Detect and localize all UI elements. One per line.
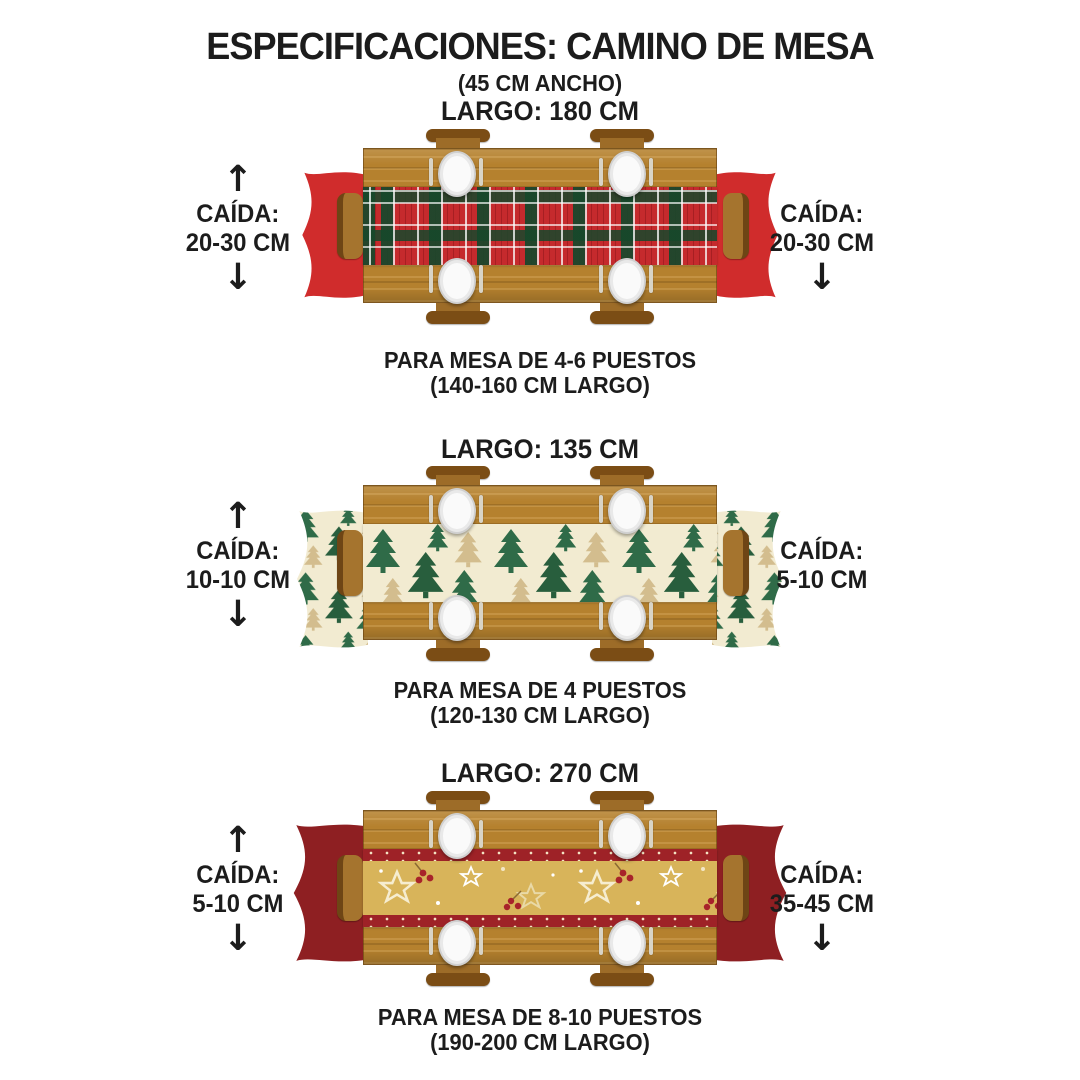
head-chair-left (337, 855, 363, 921)
fork-icon (429, 265, 433, 293)
caida-value: 5-10 CM (192, 890, 284, 918)
head-chair-right (723, 530, 749, 596)
caida-value: 5-10 CM (776, 566, 868, 594)
caida-label: CAÍDA: (196, 537, 280, 565)
largo-heading-1: LARGO: 180 CM (440, 96, 640, 126)
table-runner-stars (363, 849, 717, 927)
arrow-up-icon: ↑ (222, 159, 254, 200)
plate (438, 151, 476, 197)
plate (608, 920, 646, 966)
head-chair-right (723, 855, 749, 921)
caption-3: PARA MESA DE 8-10 PUESTOS (190-200 CM LA… (27, 1005, 1053, 1055)
table-runner-pines (363, 524, 717, 602)
page-title: ESPECIFICACIONES: CAMINO DE MESA (206, 26, 875, 68)
plate (608, 813, 646, 859)
plate (608, 595, 646, 641)
page-subtitle: (45 CM ANCHO) (457, 70, 623, 96)
caida-value: 20-30 CM (185, 229, 291, 257)
arrow-down-icon: ↓ (806, 257, 838, 298)
chair-bottom (590, 648, 654, 661)
caption-line-2: (190-200 CM LARGO) (430, 1029, 650, 1055)
caida-left-1: ↑ CAÍDA: 20-30 CM ↓ (158, 160, 318, 298)
caption-1: PARA MESA DE 4-6 PUESTOS (140-160 CM LAR… (27, 348, 1053, 398)
plate (608, 151, 646, 197)
plate (438, 258, 476, 304)
knife-icon (479, 495, 483, 523)
knife-icon (479, 927, 483, 955)
caida-label: CAÍDA: (196, 861, 280, 889)
caida-label: CAÍDA: (780, 537, 864, 565)
knife-icon (649, 158, 653, 186)
arrow-down-icon: ↓ (222, 594, 254, 635)
knife-icon (479, 265, 483, 293)
chair-bottom (426, 973, 490, 986)
caida-right-1: CAÍDA: 20-30 CM ↓ (742, 160, 902, 298)
knife-icon (649, 602, 653, 630)
caption-line-2: (140-160 CM LARGO) (430, 372, 650, 398)
knife-icon (479, 820, 483, 848)
knife-icon (649, 820, 653, 848)
chair-bottom (590, 311, 654, 324)
plate (608, 488, 646, 534)
runner-border-bottom (363, 915, 717, 927)
caption-2: PARA MESA DE 4 PUESTOS (120-130 CM LARGO… (27, 678, 1053, 728)
plate (438, 595, 476, 641)
knife-icon (649, 265, 653, 293)
caption-line-1: PARA MESA DE 4 PUESTOS (393, 677, 687, 703)
fork-icon (429, 820, 433, 848)
head-chair-left (337, 193, 363, 259)
fork-icon (429, 602, 433, 630)
fork-icon (599, 602, 603, 630)
caption-line-1: PARA MESA DE 8-10 PUESTOS (377, 1004, 703, 1030)
head-chair-right (723, 193, 749, 259)
caida-value: 20-30 CM (769, 229, 875, 257)
star-pattern-field (363, 861, 717, 915)
fork-icon (599, 158, 603, 186)
knife-icon (479, 602, 483, 630)
knife-icon (649, 927, 653, 955)
fork-icon (599, 495, 603, 523)
largo-heading-2: LARGO: 135 CM (440, 434, 640, 464)
fork-icon (599, 927, 603, 955)
caption-line-1: PARA MESA DE 4-6 PUESTOS (383, 347, 697, 373)
caida-value: 35-45 CM (769, 890, 875, 918)
chair-bottom (426, 311, 490, 324)
caption-line-2: (120-130 CM LARGO) (430, 702, 650, 728)
arrow-down-icon: ↓ (806, 918, 838, 959)
fork-icon (429, 495, 433, 523)
arrow-down-icon: ↓ (222, 257, 254, 298)
caida-label: CAÍDA: (780, 200, 864, 228)
fork-icon (429, 158, 433, 186)
caida-right-2: CAÍDA: 5-10 CM (742, 497, 902, 635)
knife-icon (479, 158, 483, 186)
runner-border-top (363, 849, 717, 861)
plate (608, 258, 646, 304)
fork-icon (599, 265, 603, 293)
knife-icon (649, 495, 653, 523)
caida-left-2: ↑ CAÍDA: 10-10 CM ↓ (158, 497, 318, 635)
arrow-up-icon: ↑ (222, 496, 254, 537)
table-runner-plaid (363, 187, 717, 265)
chair-bottom (590, 973, 654, 986)
chair-bottom (426, 648, 490, 661)
plate (438, 920, 476, 966)
arrow-down-icon: ↓ (222, 918, 254, 959)
arrow-up-icon: ↑ (222, 820, 254, 861)
caida-label: CAÍDA: (780, 861, 864, 889)
caida-label: CAÍDA: (196, 200, 280, 228)
fork-icon (429, 927, 433, 955)
caida-value: 10-10 CM (185, 566, 291, 594)
fork-icon (599, 820, 603, 848)
largo-heading-3: LARGO: 270 CM (440, 758, 640, 788)
plate (438, 813, 476, 859)
caida-right-3: CAÍDA: 35-45 CM ↓ (742, 821, 902, 959)
caida-left-3: ↑ CAÍDA: 5-10 CM ↓ (158, 821, 318, 959)
plate (438, 488, 476, 534)
head-chair-left (337, 530, 363, 596)
